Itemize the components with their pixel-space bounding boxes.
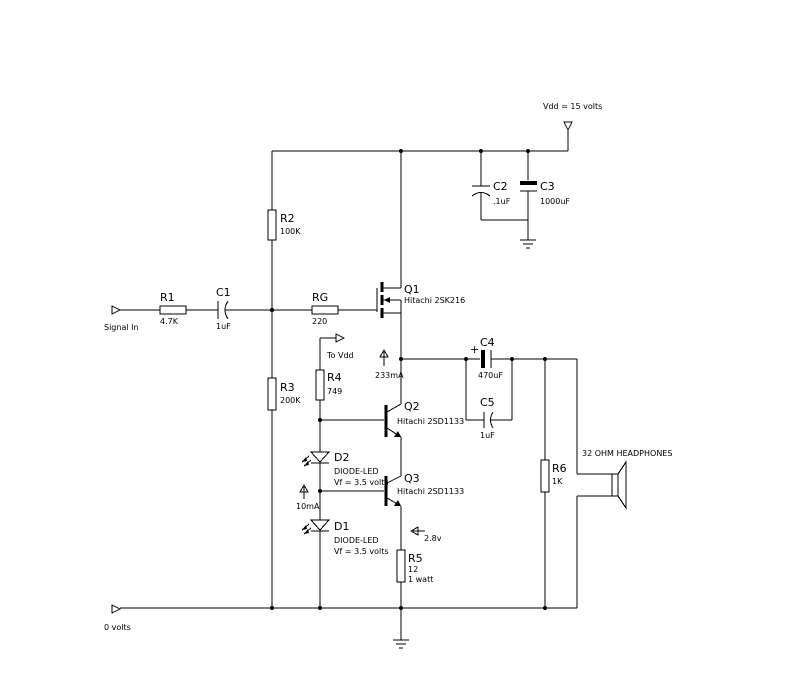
q3-name: Q3 [404,472,420,485]
q1-part: Hitachi 2SK216 [404,296,465,305]
q3-part: Hitachi 2SD1133 [397,487,464,496]
junction-dot [399,357,403,361]
c2-value: .1uF [493,197,511,206]
rg-value: 220 [312,317,327,326]
voltage-arrow-left [409,526,425,536]
c5-value: 1uF [480,431,495,440]
signal-in-terminal [111,305,122,315]
r1-value: 4.7K [160,317,179,326]
r6-resistor [540,459,550,493]
d2-vf: Vf = 3.5 volts [334,478,389,487]
current-arrow-up [299,483,309,499]
q-current-label: 233mA [375,371,404,380]
r2-value: 100K [280,227,301,236]
r1-resistor [159,305,187,315]
vdd-terminal [563,121,573,151]
c3-name: C3 [540,180,555,193]
r4-resistor [315,369,325,401]
junction-dot [399,606,403,610]
r6-value: 1K [552,477,563,486]
headphone-speaker-icon [611,460,627,510]
r4-name: R4 [327,371,342,384]
junction-dot [543,606,547,610]
d2-type: DIODE-LED [334,467,379,476]
junction-dot [479,149,483,153]
c3-value: 1000uF [540,197,570,206]
d1-led [301,519,331,535]
q1-mosfet [376,151,402,404]
c4-capacitor [481,350,492,368]
r2-name: R2 [280,212,295,225]
junction-dot [270,606,274,610]
to-vdd-label: To Vdd [326,351,354,360]
r4-value: 749 [327,387,342,396]
r5-value: 12 [408,565,418,574]
d2-led [301,451,331,467]
r5-resistor [396,549,406,583]
rg-resistor [311,305,339,315]
q2-part: Hitachi 2SD1133 [397,417,464,426]
c4-value: 470uF [478,371,503,380]
d2-name: D2 [334,451,349,464]
junction-dot [318,606,322,610]
q2-transistor [320,403,402,476]
c3-capacitor [520,151,537,220]
r6-name: R6 [552,462,567,475]
to-vdd-terminal [319,333,346,370]
r5-power: 1 watt [408,575,433,584]
zero-volt-terminal [111,604,122,614]
r5-name: R5 [408,552,423,565]
d1-vf: Vf = 3.5 volts [334,547,389,556]
junction-dot [270,308,274,312]
c4-polarity: + [470,343,479,356]
vdd-label: Vdd = 15 volts [543,102,602,111]
r3-name: R3 [280,381,295,394]
c4-name: C4 [480,336,495,349]
q1-name: Q1 [404,283,420,296]
current-arrow-up [379,348,389,366]
c2-capacitor [471,151,491,220]
d1-name: D1 [334,520,349,533]
c1-name: C1 [216,286,231,299]
r2-resistor [267,209,277,241]
rg-name: RG [312,291,328,304]
r3-value: 200K [280,396,301,405]
q3-transistor [384,475,402,550]
junction-dot [526,149,530,153]
signal-in-label: Signal In [104,323,139,332]
c2-name: C2 [493,180,508,193]
ground-symbol-bottom [393,639,409,649]
r5-voltage-label: 2.8v [424,534,442,543]
q2-name: Q2 [404,400,420,413]
r1-name: R1 [160,291,175,304]
ground-symbol-top [520,220,536,249]
c5-name: C5 [480,396,495,409]
r3-resistor [267,377,277,411]
c1-value: 1uF [216,322,231,331]
led-current-label: 10mA [296,502,320,511]
zero-volt-label: 0 volts [104,623,131,632]
headphones-label: 32 OHM HEADPHONES [582,449,672,458]
d1-type: DIODE-LED [334,536,379,545]
